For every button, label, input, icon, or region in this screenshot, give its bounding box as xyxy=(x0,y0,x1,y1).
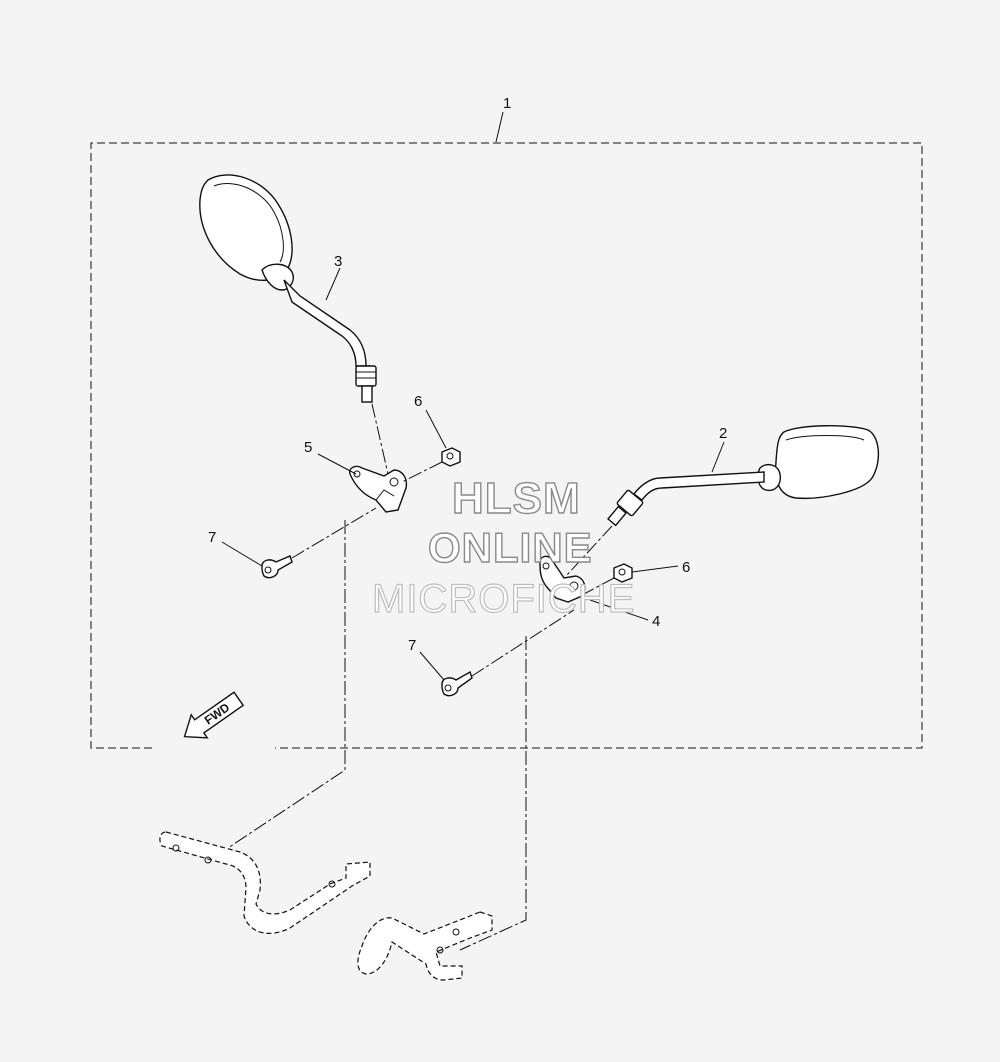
bolt-left xyxy=(261,555,293,579)
axis-bolt-right xyxy=(471,609,575,677)
axis-left-to-bar xyxy=(227,520,346,849)
watermark-line-2: ONLINE xyxy=(427,523,593,571)
callout-6-right: 6 xyxy=(682,559,690,576)
callout-1: 1 xyxy=(503,95,511,112)
callout-7-right: 7 xyxy=(408,637,416,654)
axis-nut-left xyxy=(401,461,443,483)
leader-3 xyxy=(325,267,341,301)
leader-7-left xyxy=(221,541,263,567)
leader-6-right xyxy=(631,565,679,573)
callout-7-left: 7 xyxy=(208,529,216,546)
fwd-arrow: FWD xyxy=(183,691,245,739)
callout-3: 3 xyxy=(334,253,342,270)
handlebar-left-phantom xyxy=(159,831,371,934)
leader-4 xyxy=(589,599,649,621)
leader-1 xyxy=(495,111,504,143)
callout-4: 4 xyxy=(652,613,660,630)
callout-5: 5 xyxy=(304,439,312,456)
handlebar-right-phantom xyxy=(357,911,493,981)
bracket-right xyxy=(539,555,586,603)
mirror-right xyxy=(607,425,879,527)
axis-right-to-bar xyxy=(459,636,527,951)
leader-7-right xyxy=(419,651,445,681)
bracket-left xyxy=(349,465,408,513)
axis-nut-right xyxy=(583,577,615,595)
axis-mirror-right xyxy=(565,525,613,577)
leader-5 xyxy=(317,453,357,475)
callout-6-left: 6 xyxy=(414,393,422,410)
callout-2: 2 xyxy=(719,425,727,442)
axis-bolt-left xyxy=(291,507,377,559)
nut-left xyxy=(441,447,461,467)
leader-6-left xyxy=(425,409,447,449)
axis-mirror-left xyxy=(371,403,389,475)
mirror-left xyxy=(199,174,377,403)
watermark-line-3: MICROFICHE xyxy=(371,576,636,621)
bolt-right xyxy=(441,670,473,697)
watermark-line-1: HLSM xyxy=(451,473,581,523)
assembly-boundary xyxy=(90,142,923,749)
leader-2 xyxy=(711,441,725,473)
